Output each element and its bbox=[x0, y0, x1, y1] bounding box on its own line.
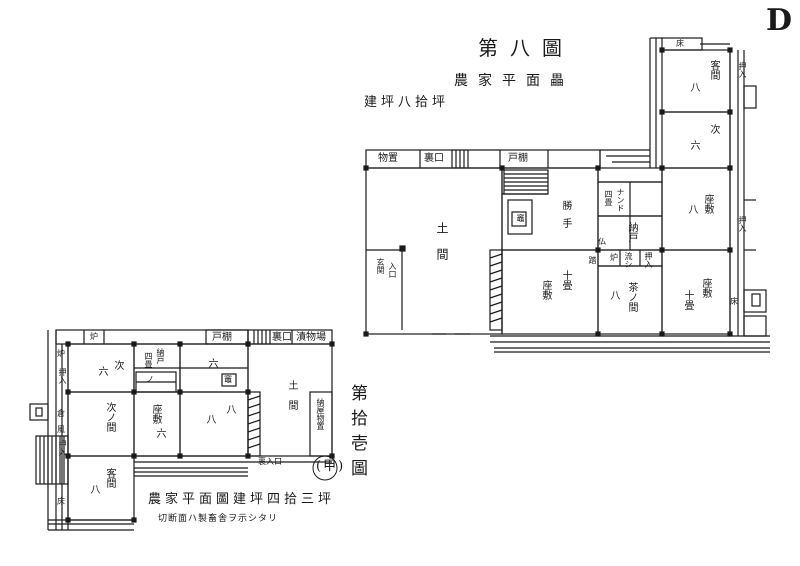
figure8-oshiire2: 押入 bbox=[738, 216, 747, 232]
figure8-top-right-d: 六 bbox=[688, 140, 699, 150]
figure8-low-left-a: 十畳 bbox=[560, 270, 571, 290]
figure8-oshiire1: 押入 bbox=[738, 62, 747, 78]
figure8-nando: 納戸 bbox=[626, 222, 637, 242]
figure11-ro-b: 炉 bbox=[90, 332, 98, 341]
figure11-doma: 土間 bbox=[286, 380, 297, 420]
figure8-kamado-label: 竈 bbox=[516, 214, 525, 222]
figure11-title: 第拾壱圖 bbox=[347, 384, 367, 484]
figure11-roku: 六 bbox=[96, 366, 107, 376]
figure11-cross: ノ bbox=[146, 375, 154, 384]
figure8-top-right-c: 次 bbox=[708, 124, 719, 134]
figure11-mid-b: 次 bbox=[112, 360, 123, 370]
figure8-ura-label: 裏口 bbox=[424, 153, 444, 164]
figure8-mid-b: 四畳 bbox=[604, 190, 613, 206]
figure8-ro: 炉 bbox=[610, 253, 618, 262]
figure8-low-right-b: 十畳 bbox=[682, 290, 693, 310]
figure11-kamado: 竈 bbox=[224, 375, 232, 384]
figure11-furo: 風 bbox=[57, 425, 65, 434]
figure8-doma-label: 土間 bbox=[435, 222, 449, 274]
figure11-ura: 裏口 bbox=[272, 332, 292, 343]
figure8-nijiriguchi: 入口 bbox=[388, 262, 397, 278]
figure8-genkan: 玄関 bbox=[376, 258, 385, 274]
figure11-hachi-b: 座敷 bbox=[150, 404, 161, 424]
figure11-storage: 納屋物置 bbox=[316, 398, 325, 430]
figure11-toda: 戸棚 bbox=[212, 332, 232, 343]
figure11-subtitle-ring bbox=[312, 455, 338, 481]
figure11-ro-a: 炉 bbox=[57, 349, 65, 358]
figure8-subtitle: 農家平面畾 bbox=[454, 73, 574, 89]
figure11-tsugi-hachi: 次ノ間 bbox=[104, 402, 115, 432]
figure8-top-right-b: 八 bbox=[688, 82, 699, 92]
figure8-mid-right-a: 座敷 bbox=[702, 194, 713, 214]
figure11-tokonoma: 床 bbox=[57, 497, 65, 506]
figure8-area: 建坪八拾坪 bbox=[364, 95, 450, 110]
figure8-butsudan: 仏 bbox=[598, 237, 606, 246]
figure11-subtitle: (甲) bbox=[316, 459, 346, 474]
figure11-hachi-c: 八 bbox=[204, 414, 215, 424]
figure8-fumi: 踏 bbox=[588, 256, 597, 264]
figure11-mid-a: 六 bbox=[206, 358, 217, 368]
figure11-nando-a: 納戸 bbox=[156, 348, 165, 364]
page-letter: D bbox=[766, 3, 793, 38]
figure11-nando-b: 四畳 bbox=[144, 352, 153, 368]
figure8-low-left-b: 座敷 bbox=[540, 280, 551, 300]
figure11-roku-b: 六 bbox=[154, 428, 165, 438]
figure8-top-right-a: 客間 bbox=[708, 60, 719, 80]
figure8-nagashi: 流シ bbox=[624, 252, 633, 268]
figure8-mid-right-b: 八 bbox=[686, 204, 697, 214]
figure8-katte-label: 勝手 bbox=[560, 200, 571, 236]
figure8-tokonoma-low: 床 bbox=[730, 297, 738, 306]
figure11-note: 切断面ハ製畜舎ヲ示シタリ bbox=[158, 514, 279, 524]
figure11-oshiire-a: 押入 bbox=[58, 368, 67, 384]
figure8-mid-a: ナンド bbox=[616, 188, 625, 212]
figure8-title: 第八圖 bbox=[478, 36, 574, 60]
figure8-toda-label: 戸棚 bbox=[508, 153, 528, 164]
figure11-hachi-a: 八 bbox=[224, 404, 235, 414]
figure11-caption: 農家平面圖建坪四拾三坪 bbox=[148, 492, 336, 507]
figure8-storage-label: 物置 bbox=[378, 153, 398, 164]
figure11-back-entry: 裏入口 bbox=[258, 457, 282, 466]
figure11-pickle: 漬物場 bbox=[296, 332, 326, 343]
figure8-oshiire3: 押入 bbox=[644, 252, 653, 268]
figure8-tokonoma-top-label: 床 bbox=[676, 39, 684, 48]
figure8-plan bbox=[363, 37, 770, 353]
figure8-low-mid-b: 八 bbox=[608, 290, 619, 300]
figure11-kyaku-b: 八 bbox=[88, 484, 99, 494]
figure11-plan bbox=[29, 329, 335, 531]
figure8-low-right-a: 座敷 bbox=[700, 278, 711, 298]
figure11-kyaku: 客間 bbox=[104, 468, 115, 488]
figure11-kura: 倉 bbox=[57, 409, 65, 418]
figure8-low-mid-a: 茶ノ間 bbox=[626, 282, 637, 312]
figure11-oshiire-b: 押入 bbox=[58, 440, 67, 456]
